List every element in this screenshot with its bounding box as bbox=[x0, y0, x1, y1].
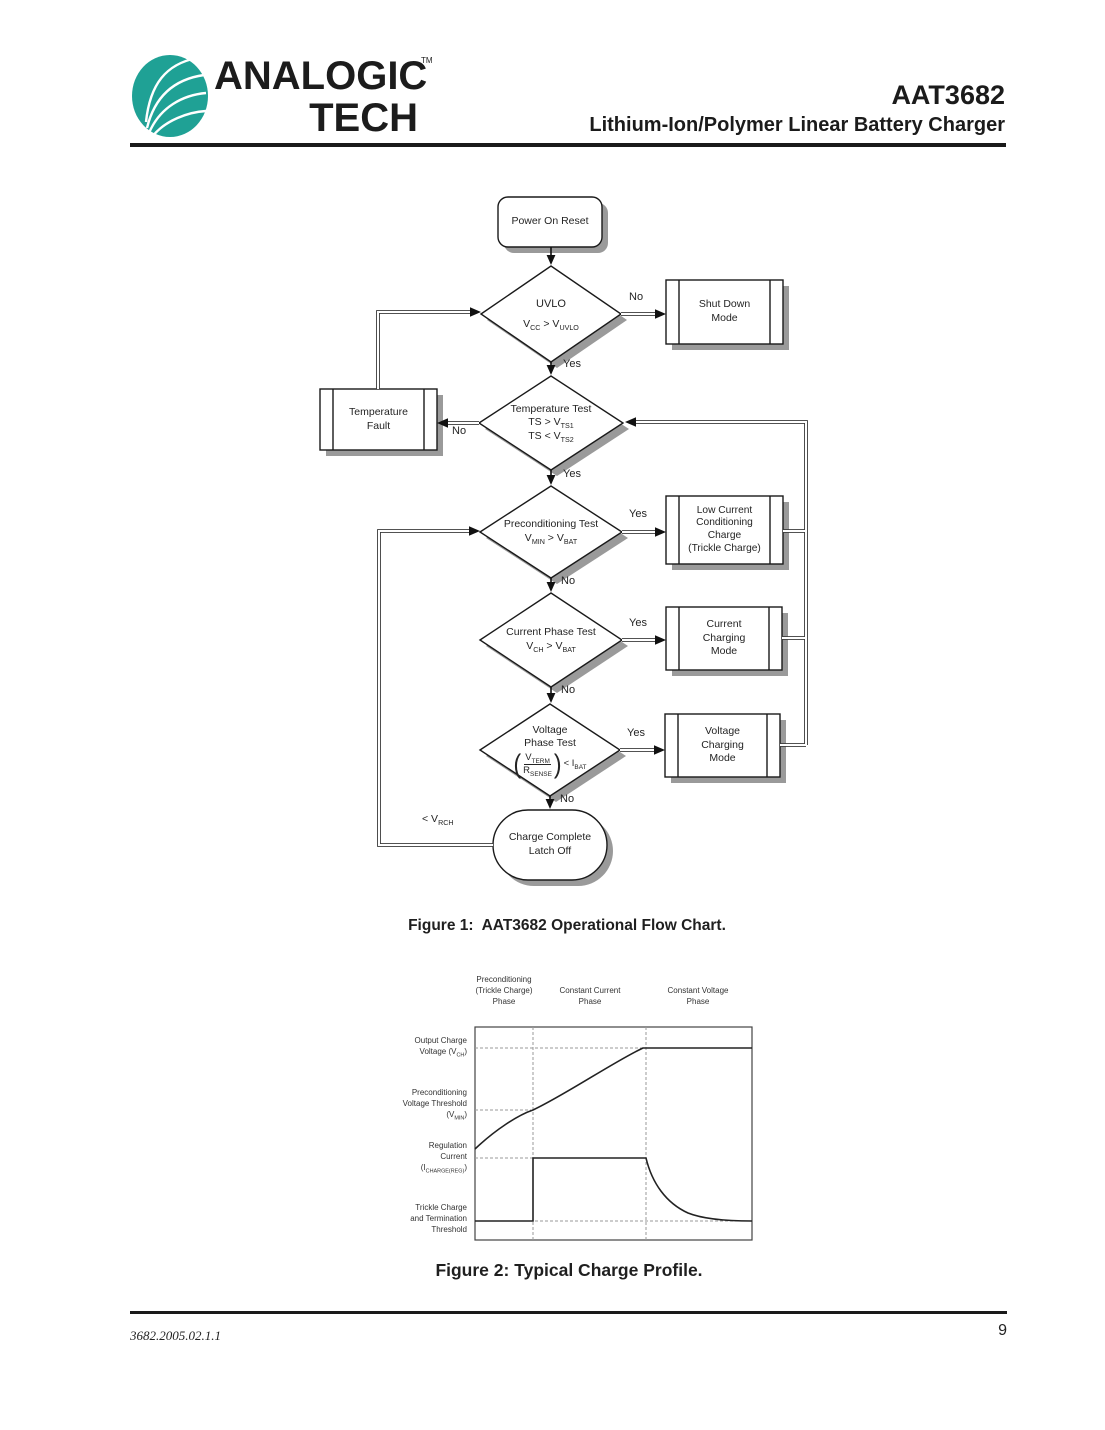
node-low-current-label: Low Current Conditioning Charge (Trickle… bbox=[688, 504, 761, 554]
node-current-charging-shape bbox=[665, 606, 783, 671]
node-preconditioning-test-label: Preconditioning Test VMIN > VBAT bbox=[503, 518, 599, 547]
analogictech-logo-icon bbox=[132, 55, 208, 138]
node-shut-down-label: Shut Down Mode bbox=[698, 298, 751, 324]
node-temperature-test-shape bbox=[477, 375, 625, 471]
node-voltage-charging-label: Voltage Charging Mode bbox=[701, 725, 744, 765]
ylabel-trickle-termination: Trickle Charge and Termination Threshold bbox=[410, 1203, 467, 1234]
node-power-on-reset-shape bbox=[497, 196, 603, 248]
node-temperature-test-label: Temperature Test TS > VTS1 TS < VTS2 bbox=[510, 402, 592, 444]
node-power-on-reset-label: Power On Reset bbox=[511, 215, 589, 228]
edge-temp-yes: Yes bbox=[563, 468, 581, 480]
logo-text-tech: TECH bbox=[309, 96, 418, 140]
phase-label-constant-voltage: Constant Voltage Phase bbox=[667, 986, 729, 1006]
node-temperature-fault-shape bbox=[319, 388, 438, 451]
node-uvlo-label: UVLO VCC > VUVLO bbox=[523, 297, 579, 332]
edge-recharge-threshold: < VRCH bbox=[422, 813, 454, 828]
ylabel-preconditioning-threshold: Preconditioning Voltage Threshold (VMIN) bbox=[402, 1088, 467, 1122]
edge-voltage-no: No bbox=[560, 793, 575, 805]
figure2-caption: Figure 2: Typical Charge Profile. bbox=[435, 1260, 703, 1280]
voltage-curve bbox=[474, 1047, 752, 1150]
charge-profile-plot bbox=[474, 1026, 753, 1241]
page-number: 9 bbox=[998, 1322, 1007, 1339]
document-number: 3682.2005.02.1.1 bbox=[130, 1328, 221, 1343]
plot-gridlines bbox=[475, 1027, 752, 1240]
phase-label-preconditioning: Preconditioning (Trickle Charge) Phase bbox=[475, 975, 533, 1006]
logo-trademark: TM bbox=[421, 56, 433, 65]
edge-current-no: No bbox=[561, 684, 576, 696]
node-voltage-charging-shape bbox=[664, 713, 781, 778]
edge-precond-yes: Yes bbox=[629, 508, 647, 520]
figure1-caption: Figure 1: AAT3682 Operational Flow Chart… bbox=[408, 917, 726, 934]
ylabel-output-charge-voltage: Output Charge Voltage (VCH) bbox=[414, 1036, 467, 1059]
edge-uvlo-yes: Yes bbox=[563, 358, 581, 370]
logo-text-analogic: ANALOGIC bbox=[214, 54, 428, 98]
part-number: AAT3682 bbox=[891, 80, 1005, 110]
open-paren: ( bbox=[513, 748, 522, 779]
flowchart-shapes bbox=[319, 196, 784, 881]
edge-precond-no: No bbox=[561, 575, 576, 587]
node-low-current-shape bbox=[665, 495, 784, 565]
page-title: Lithium-Ion/Polymer Linear Battery Charg… bbox=[589, 114, 1005, 136]
ylabel-regulation-current: Regulation Current (ICHARGE(REG)) bbox=[420, 1141, 467, 1175]
edge-temp-no: No bbox=[452, 425, 467, 437]
header-rule bbox=[130, 143, 1006, 147]
node-voltage-phase-test-label: Voltage Phase Test ( VTERM RSENSE ) < IB… bbox=[513, 723, 587, 779]
edge-voltage-yes: Yes bbox=[627, 727, 645, 739]
node-current-charging-label: Current Charging Mode bbox=[702, 618, 746, 658]
fraction: VTERM RSENSE bbox=[523, 752, 552, 778]
phase-label-constant-current: Constant Current Phase bbox=[559, 986, 621, 1006]
close-paren: ) bbox=[553, 748, 562, 779]
footer-rule bbox=[130, 1311, 1007, 1314]
node-current-phase-test-label: Current Phase Test VCH > VBAT bbox=[506, 626, 596, 655]
current-curve bbox=[475, 1157, 753, 1222]
node-shut-down-shape bbox=[665, 279, 784, 345]
voltage-phase-formula: ( VTERM RSENSE ) < IBAT bbox=[513, 748, 587, 779]
edge-uvlo-no: No bbox=[629, 291, 644, 303]
node-temperature-fault-label: Temperature Fault bbox=[349, 405, 408, 432]
edge-current-yes: Yes bbox=[629, 617, 647, 629]
flowchart-branch-connectors bbox=[376, 310, 808, 847]
flowchart-arrowheads bbox=[437, 255, 666, 809]
node-charge-complete-label: Charge Complete Latch Off bbox=[508, 831, 592, 857]
